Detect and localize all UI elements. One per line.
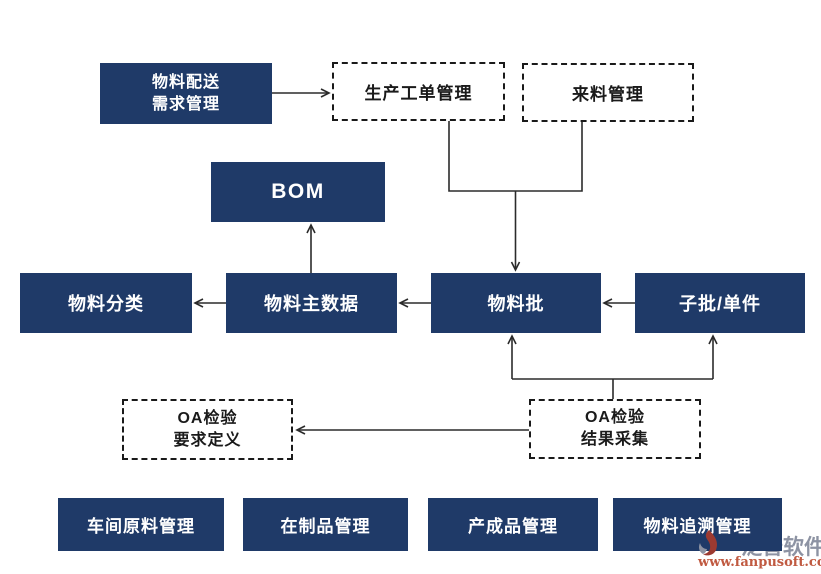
node-material-delivery-demand: 物料配送 需求管理: [100, 63, 272, 124]
node-workshop-raw-material: 车间原料管理: [58, 498, 224, 551]
node-label: 结果采集: [580, 431, 649, 448]
node-label: 子批/单件: [678, 294, 761, 314]
node-label: 物料分类: [68, 294, 144, 314]
node-material-traceability: 物料追溯管理: [613, 498, 782, 551]
node-bom: BOM: [211, 162, 385, 222]
fanpu-flame-icon: [699, 530, 718, 556]
node-label: 物料主数据: [264, 294, 359, 314]
node-finished-goods: 产成品管理: [428, 498, 598, 551]
node-oa-inspection-requirement: OA检验 要求定义: [122, 399, 293, 460]
node-label: 来料管理: [572, 85, 644, 104]
node-label: 生产工单管理: [364, 84, 473, 103]
node-oa-inspection-result: OA检验 结果采集: [529, 399, 701, 459]
node-label: BOM: [271, 180, 325, 203]
node-incoming-material: 来料管理: [522, 63, 694, 122]
node-label: 产成品管理: [468, 517, 558, 536]
node-material-master-data: 物料主数据: [226, 273, 397, 333]
node-label: 在制品管理: [280, 517, 371, 536]
node-work-in-process: 在制品管理: [243, 498, 408, 551]
node-label: 需求管理: [151, 95, 220, 113]
watermark-url: www.fanpusoft.com: [698, 555, 821, 570]
node-label: 物料配送: [151, 73, 220, 91]
node-label: OA检验: [584, 409, 645, 427]
node-label: 要求定义: [173, 431, 242, 449]
node-label: 车间原料管理: [87, 517, 195, 536]
node-label: 物料批: [487, 294, 545, 314]
node-label: 物料追溯管理: [643, 517, 752, 536]
node-production-order: 生产工单管理: [332, 62, 505, 121]
node-material-batch: 物料批: [431, 273, 601, 333]
node-material-category: 物料分类: [20, 273, 192, 333]
node-sub-batch-unit: 子批/单件: [635, 273, 805, 333]
node-label: OA检验: [177, 409, 238, 427]
